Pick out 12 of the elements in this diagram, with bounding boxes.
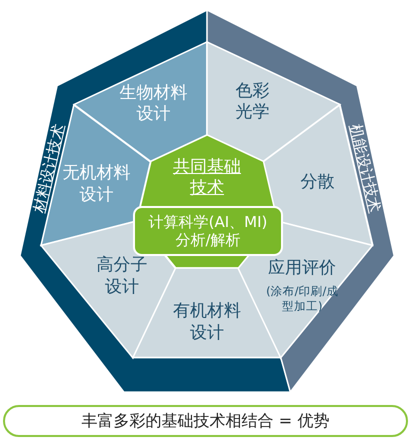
segment-label: 应用评价	[267, 258, 338, 280]
summary-box: 丰富多彩的基础技术相结合 = 优势	[3, 405, 408, 437]
center-label: 共同基础技术	[172, 156, 242, 199]
segment-label: 高分子设计	[95, 255, 148, 298]
segment-label: 生物材料设计	[118, 83, 189, 126]
segment-label: 有机材料设计	[172, 301, 242, 344]
method-box: 计算科学(AI、MI)分析/解析	[133, 206, 283, 256]
segment-label: 分散	[299, 172, 336, 194]
band-label: 机能设计技术	[345, 120, 386, 216]
segment-note: (涂布/印刷/成型加工)	[265, 284, 340, 314]
segment-label: 无机材料设计	[62, 163, 132, 206]
segment-label: 色彩光学	[234, 81, 270, 124]
